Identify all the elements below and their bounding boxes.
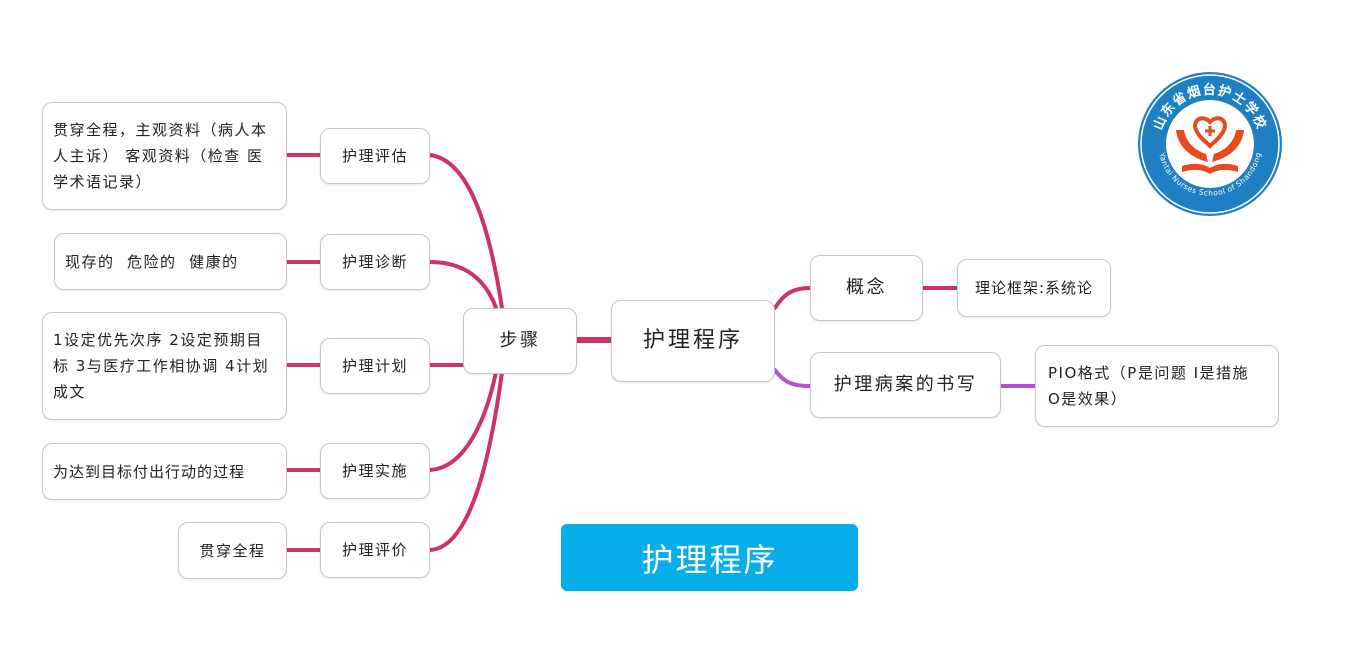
school-logo: 山东省烟台护士学校 Yantai Nurses School of Shando… <box>1138 72 1282 216</box>
connector-steps-evaluate <box>428 370 504 552</box>
connector-root-record <box>773 368 812 388</box>
connector-steps-assess <box>428 153 504 310</box>
connector-steps-implement <box>428 370 498 472</box>
branch-concept: 概念 <box>810 255 923 321</box>
title-banner: 护理程序 <box>561 524 858 591</box>
detail-evaluate: 贯穿全程 <box>178 522 287 579</box>
detail-diagnose: 现存的 危险的 健康的 <box>54 233 287 290</box>
step-plan: 护理计划 <box>320 338 430 394</box>
heart-hands-book-icon <box>1176 116 1244 174</box>
step-implement: 护理实施 <box>320 443 430 499</box>
connector-root-concept <box>773 286 812 310</box>
detail-plan: 1设定优先次序 2设定预期目标 3与医疗工作相协调 4计划成文 <box>42 312 287 420</box>
step-diagnose: 护理诊断 <box>320 234 430 290</box>
detail-assess: 贯穿全程，主观资料（病人本人主诉） 客观资料（检查 医学术语记录） <box>42 102 287 210</box>
detail-concept: 理论框架:系统论 <box>957 259 1111 317</box>
branch-record: 护理病案的书写 <box>810 352 1001 418</box>
detail-record: PIO格式（P是问题 I是措施 O是效果） <box>1035 345 1279 427</box>
detail-implement: 为达到目标付出行动的过程 <box>42 443 287 500</box>
steps-node: 步骤 <box>463 308 577 374</box>
root-node: 护理程序 <box>611 300 775 382</box>
step-assess: 护理评估 <box>320 128 430 184</box>
step-evaluate: 护理评价 <box>320 522 430 578</box>
connector-steps-diagnose <box>428 260 498 310</box>
